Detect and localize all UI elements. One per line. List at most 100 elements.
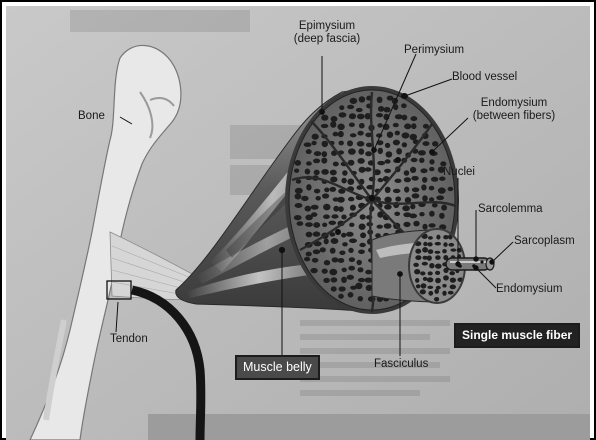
muscle-fiber-hole — [384, 169, 391, 173]
muscle-fiber-hole — [346, 232, 354, 237]
muscle-fiber-hole — [423, 277, 428, 281]
muscle-fiber-hole — [436, 195, 444, 200]
muscle-fiber-hole — [427, 286, 433, 289]
muscle-fiber-hole — [321, 169, 329, 175]
muscle-fiber-hole — [402, 142, 407, 147]
muscle-fiber-hole — [358, 296, 363, 301]
muscle-fiber-hole — [377, 97, 383, 103]
muscle-fiber-hole — [377, 225, 383, 229]
muscle-fiber-hole — [321, 124, 329, 128]
muscle-fiber-hole — [443, 242, 447, 247]
muscle-fiber-hole — [385, 187, 391, 193]
muscle-fiber-hole — [338, 131, 344, 137]
muscle-fiber-hole — [376, 113, 383, 117]
muscle-fiber-hole — [322, 269, 328, 274]
muscle-fiber-hole — [296, 179, 302, 183]
muscle-fiber-hole — [348, 292, 354, 298]
muscle-fiber-hole — [313, 231, 321, 236]
muscle-fiber-hole — [421, 184, 426, 190]
muscle-fiber-hole — [323, 204, 330, 211]
muscle-fiber-hole — [442, 284, 446, 288]
muscle-fiber-hole — [432, 141, 438, 146]
muscle-fiber-hole — [435, 255, 441, 260]
muscle-fiber-hole — [322, 223, 327, 227]
muscle-fiber-hole — [312, 134, 319, 140]
label-bone: Bone — [78, 110, 105, 123]
muscle-fiber-hole — [429, 159, 434, 164]
label-blood-vessel: Blood vessel — [452, 71, 517, 84]
muscle-fiber-hole — [324, 239, 329, 245]
muscle-fiber-hole — [393, 189, 401, 193]
muscle-fiber-hole — [348, 266, 355, 271]
muscle-fiber-hole — [348, 160, 355, 166]
muscle-fiber-hole — [357, 260, 362, 265]
muscle-fiber-hole — [331, 286, 337, 291]
muscle-fiber-hole — [410, 204, 415, 209]
muscle-fiber-hole — [348, 197, 354, 202]
muscle-fiber-hole — [359, 224, 366, 230]
muscle-fiber-hole — [422, 224, 427, 230]
muscle-fiber-hole — [294, 215, 302, 220]
muscle-fiber-hole — [427, 277, 434, 282]
muscle-fiber-hole — [386, 151, 393, 157]
muscle-fiber-hole — [387, 132, 393, 138]
muscle-fiber-hole — [358, 267, 364, 272]
label-single-muscle-fiber: Single muscle fiber — [454, 323, 580, 348]
muscle-fiber-hole — [295, 160, 302, 166]
muscle-fiber-hole — [384, 107, 391, 113]
label-nuclei: Nuclei — [443, 166, 475, 179]
muscle-fiber-hole — [412, 187, 420, 192]
muscle-fiber-hole — [341, 215, 346, 220]
muscle-fiber-hole — [449, 271, 455, 275]
muscle-fiber-hole — [415, 255, 421, 260]
muscle-fiber-hole — [295, 203, 303, 208]
muscle-fiber-hole — [355, 283, 362, 290]
muscle-fiber-hole — [304, 142, 312, 147]
muscle-fiber-hole — [339, 251, 345, 256]
muscle-fiber-hole — [435, 271, 440, 275]
muscle-fiber-hole — [419, 212, 424, 216]
muscle-fiber-hole — [402, 115, 408, 121]
muscle-fiber-hole — [423, 242, 427, 246]
muscle-fiber-hole — [378, 178, 384, 182]
muscle-fiber-hole — [404, 177, 411, 182]
muscle-fiber-hole — [342, 170, 347, 176]
muscle-fiber-hole — [322, 193, 329, 198]
muscle-fiber-hole — [341, 233, 346, 238]
muscle-fiber-hole — [323, 214, 330, 219]
muscle-fiber-hole — [395, 131, 400, 136]
muscle-fiber-hole — [396, 148, 402, 154]
muscle-fiber-hole — [349, 123, 355, 128]
muscle-fiber-hole — [357, 131, 363, 136]
muscle-fiber-hole — [422, 247, 428, 253]
muscle-fiber-hole — [435, 251, 441, 254]
muscle-fiber-hole — [442, 249, 447, 253]
muscle-fiber-hole — [359, 123, 365, 129]
muscle-fiber-hole — [448, 243, 454, 247]
muscle-fiber-hole — [295, 193, 302, 199]
muscle-fiber-hole — [442, 291, 446, 296]
muscle-fiber-hole — [310, 268, 317, 273]
muscle-fiber-hole — [411, 158, 418, 162]
muscle-fiber-hole — [338, 206, 344, 212]
muscle-fiber-hole — [429, 223, 436, 227]
muscle-fiber-hole — [350, 98, 358, 104]
muscle-fiber-hole — [348, 248, 353, 253]
muscle-fiber-hole — [414, 269, 420, 274]
muscle-fiber-hole — [313, 249, 321, 254]
muscle-fiber-hole — [421, 283, 427, 288]
muscle-fiber-hole — [429, 186, 435, 191]
muscle-fiber-hole — [349, 113, 356, 119]
muscle-fiber-hole — [364, 167, 371, 171]
muscle-fiber-hole — [339, 286, 346, 291]
label-endomysium-bottom: Endomysium — [496, 283, 562, 296]
muscle-fiber-hole — [404, 170, 410, 176]
muscle-fiber-hole — [357, 141, 365, 147]
label-epimysium: Epimysium (deep fascia) — [282, 20, 372, 46]
muscle-fiber-hole — [332, 257, 339, 262]
muscle-fiber-hole — [347, 105, 354, 109]
muscle-fiber-hole — [306, 252, 312, 257]
muscle-fiber-hole — [448, 187, 454, 191]
muscle-fiber-hole — [411, 176, 418, 181]
muscle-fiber-hole — [378, 148, 383, 154]
